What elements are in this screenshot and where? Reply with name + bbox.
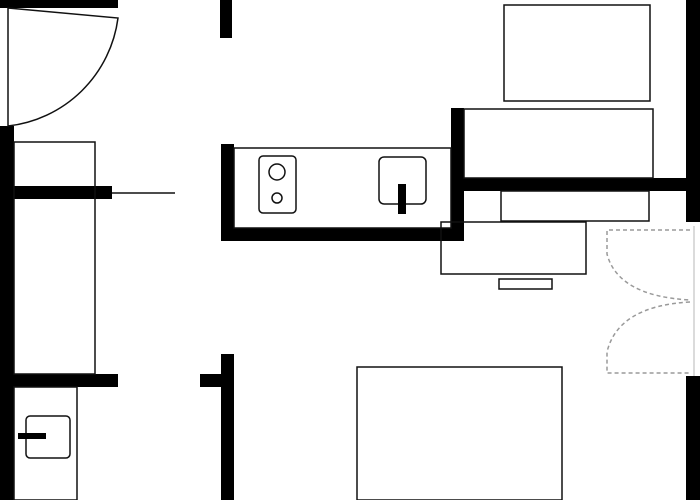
wall-lower-stub: [200, 374, 234, 387]
cooktop-rect: [258, 155, 297, 214]
wall-kitchen-bottom: [221, 228, 463, 241]
wall-closet-horizontal: [451, 178, 700, 191]
door-swing-arc: [7, 7, 119, 127]
wall-kitchen-right: [451, 108, 464, 241]
wall-kitchen-left: [221, 144, 234, 240]
double-door: [606, 226, 695, 376]
wall-left-outer: [0, 126, 14, 500]
wall-shower-divider: [0, 186, 112, 199]
kitchen-counter-rect: [233, 147, 452, 229]
wall-right-upper: [686, 0, 700, 222]
door-lower-swing: [606, 301, 691, 374]
bathroom-counter-rect: [13, 386, 78, 500]
desk-chair-rect: [498, 278, 553, 290]
desk-rect: [440, 221, 587, 275]
bathroom-faucet: [18, 433, 46, 439]
burner-large-icon: [268, 163, 286, 181]
cabinet-rect: [463, 108, 654, 179]
bed-rect: [356, 366, 563, 500]
wall-right-lower: [686, 376, 700, 500]
wall-top-left: [0, 0, 118, 8]
shower-tray-rect: [13, 141, 96, 375]
fixtures: [7, 4, 654, 500]
appliance-top-rect: [503, 4, 651, 102]
closet-lower-rect: [500, 190, 650, 222]
wall-bath-divider: [0, 374, 118, 387]
burner-small-icon: [271, 192, 283, 204]
kitchen-faucet: [398, 184, 406, 214]
wall-top-stub: [220, 0, 232, 38]
wall-lower-middle: [221, 354, 234, 500]
door-upper-swing: [606, 229, 691, 301]
